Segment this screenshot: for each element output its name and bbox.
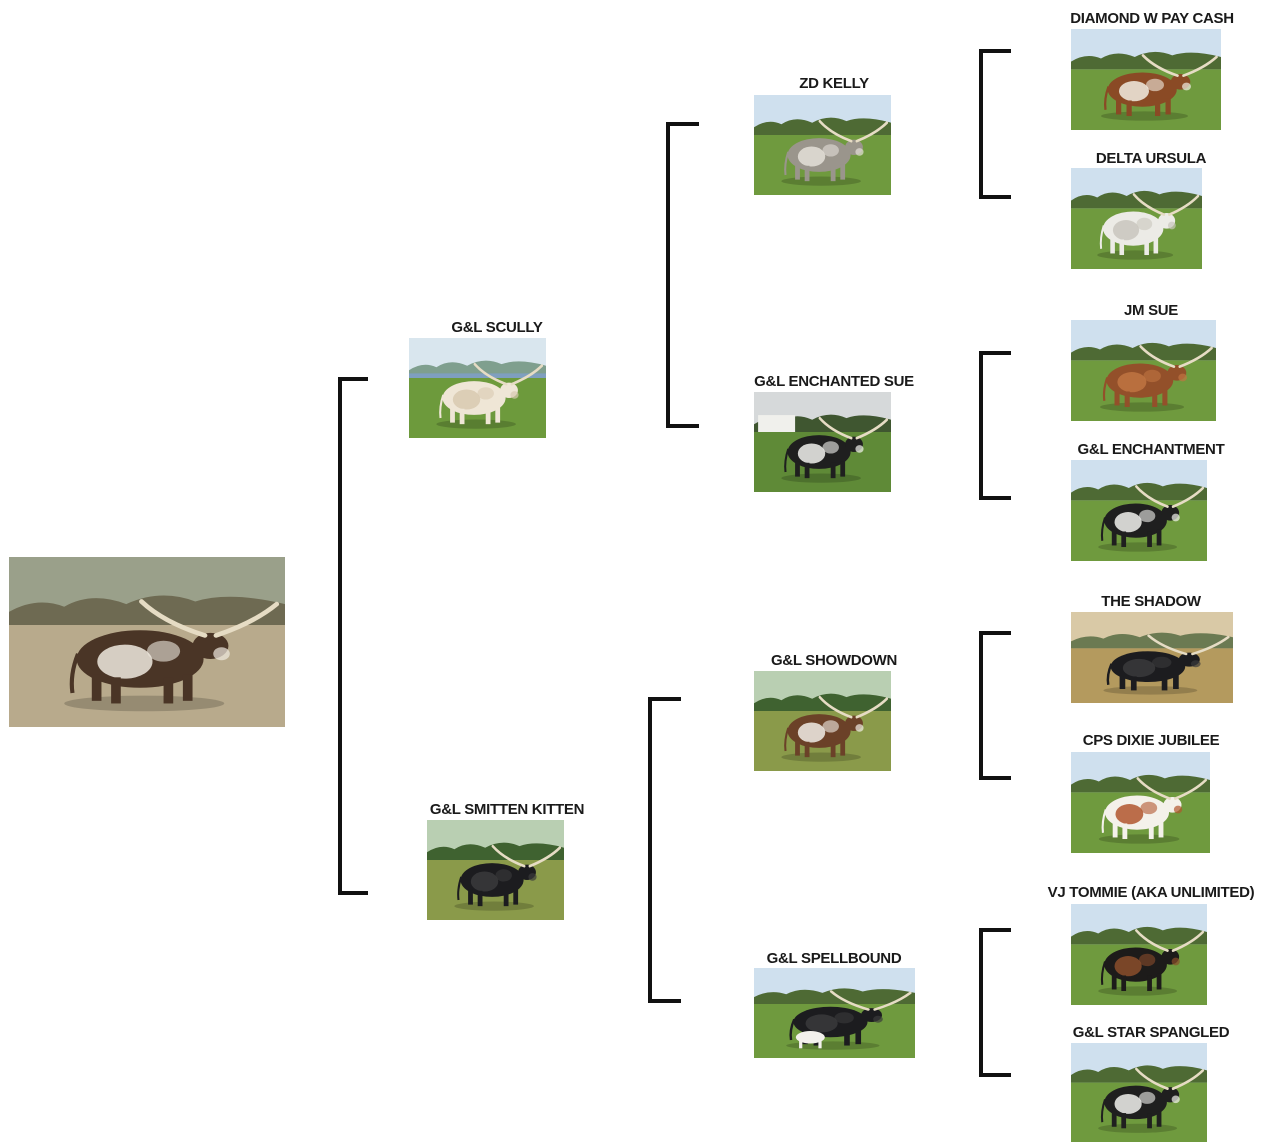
- ggp-6-label: CPS DIXIE JUBILEE: [1082, 732, 1220, 749]
- dam-sire-label: G&L SHOWDOWN: [770, 652, 898, 669]
- cattle-illustration: [1071, 752, 1210, 853]
- dam-photo: [427, 820, 564, 920]
- cattle-illustration: [754, 968, 915, 1058]
- bracket-zd-kelly-parents: [979, 49, 1011, 199]
- cattle-illustration: [1071, 320, 1216, 421]
- dam-dam-label: G&L SPELLBOUND: [766, 950, 902, 967]
- dam-label: G&L SMITTEN KITTEN: [429, 801, 585, 818]
- ggp-4-label: G&L ENCHANTMENT: [1077, 441, 1225, 458]
- ggp-3-photo: [1071, 320, 1216, 421]
- ggp-7-label: VJ TOMMIE (AKA UNLIMITED): [1047, 884, 1255, 901]
- cattle-illustration: [1071, 904, 1207, 1005]
- ggp-4-photo: [1071, 460, 1207, 561]
- ggp-2-photo: [1071, 168, 1202, 269]
- ggp-2-label: DELTA URSULA: [1095, 150, 1207, 167]
- dam-dam-photo: [754, 968, 915, 1058]
- sire-photo: [409, 338, 546, 438]
- dam-sire-photo: [754, 671, 891, 771]
- sire-sire-photo: [754, 95, 891, 195]
- ggp-3-label: JM SUE: [1123, 302, 1179, 319]
- cattle-illustration: [1071, 168, 1202, 269]
- sire-dam-label: G&L ENCHANTED SUE: [754, 373, 914, 390]
- ggp-1-label: DIAMOND W PAY CASH: [1070, 10, 1234, 27]
- ggp-6-photo: [1071, 752, 1210, 853]
- ggp-8-photo: [1071, 1043, 1207, 1142]
- ggp-1-photo: [1071, 29, 1221, 130]
- cattle-illustration: [1071, 612, 1233, 703]
- cattle-illustration: [9, 557, 285, 727]
- bracket-spellbound-parents: [979, 928, 1011, 1077]
- sire-sire-label: ZD KELLY: [799, 75, 869, 92]
- bracket-showdown-parents: [979, 631, 1011, 780]
- cattle-illustration: [1071, 460, 1207, 561]
- bracket-dam-parents: [648, 697, 681, 1003]
- ggp-5-label: THE SHADOW: [1101, 593, 1201, 610]
- ggp-5-photo: [1071, 612, 1233, 703]
- cattle-illustration: [754, 95, 891, 195]
- ggp-7-photo: [1071, 904, 1207, 1005]
- bracket-sire-dam: [338, 377, 368, 895]
- cattle-illustration: [1071, 1043, 1207, 1142]
- ggp-8-label: G&L STAR SPANGLED: [1072, 1024, 1230, 1041]
- bracket-enchanted-sue-parents: [979, 351, 1011, 500]
- sire-label: G&L SCULLY: [451, 319, 543, 336]
- cattle-illustration: [409, 338, 546, 438]
- sire-dam-photo: [754, 392, 891, 492]
- bracket-sire-parents: [666, 122, 699, 428]
- cattle-illustration: [754, 392, 891, 492]
- cattle-illustration: [754, 671, 891, 771]
- cattle-illustration: [427, 820, 564, 920]
- subject-photo: [9, 557, 285, 727]
- cattle-illustration: [1071, 29, 1221, 130]
